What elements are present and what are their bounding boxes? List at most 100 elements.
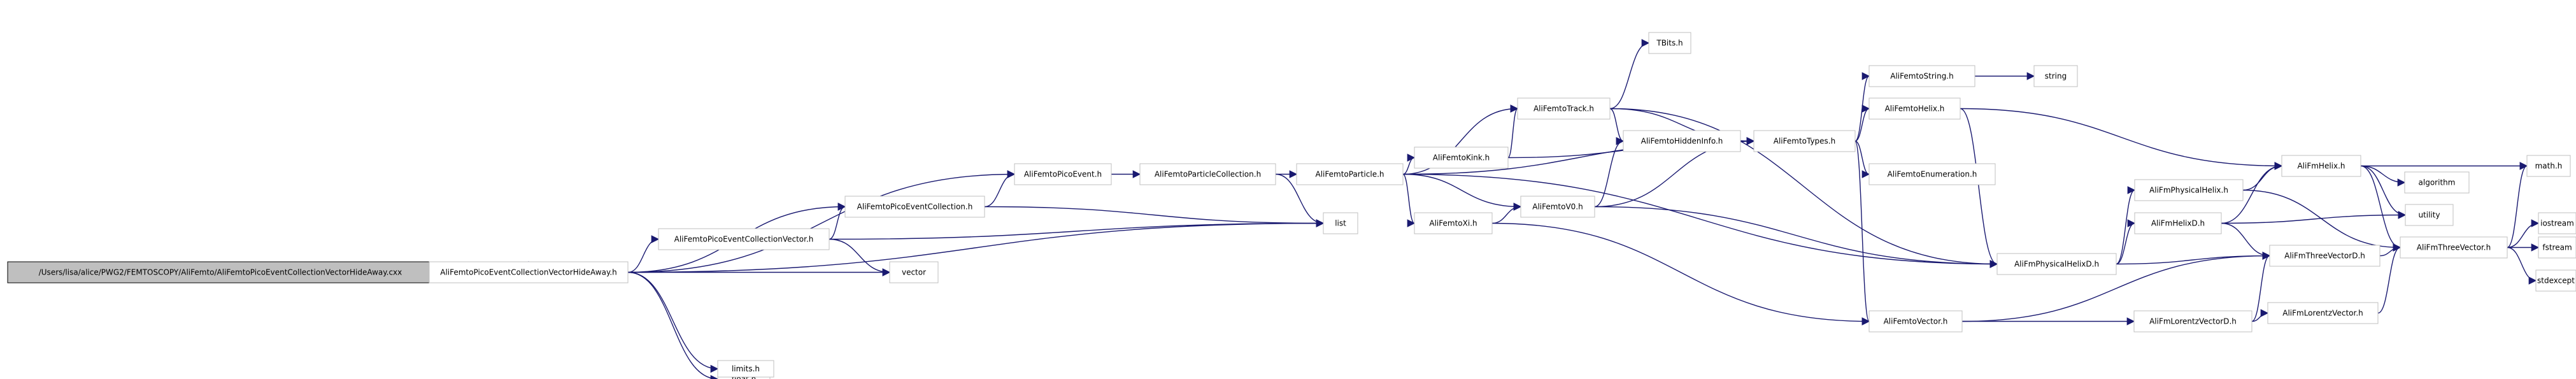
node-label-pecv_h: AliFemtoPicoEventCollectionVector.h [674, 235, 814, 244]
node-tbits_h[interactable]: TBits.h [1648, 32, 1691, 54]
edge-track_h-to-physhelixd_h [1609, 108, 1998, 268]
node-particle_h[interactable]: AliFemtoParticle.h [1296, 163, 1404, 185]
node-partcoll_h[interactable]: AliFemtoParticleCollection.h [1139, 163, 1276, 185]
node-label-particle_h: AliFemtoParticle.h [1316, 170, 1384, 179]
node-box-helixd_h [2134, 212, 2222, 234]
node-physhelixd_h[interactable]: AliFmPhysicalHelixD.h [1996, 253, 2117, 275]
edge-physhelixd_h-to-physhelix_h [2116, 186, 2136, 265]
node-physhelix_h[interactable]: AliFmPhysicalHelix.h [2134, 179, 2244, 201]
edge-helixd_h-to-utility [2221, 211, 2407, 224]
node-label-tbits_h: TBits.h [1656, 39, 1683, 48]
node-label-string: string [2045, 72, 2067, 81]
node-pe_h[interactable]: AliFemtoPicoEvent.h [1014, 163, 1112, 185]
node-label-stdexcept: stdexcept [2537, 276, 2575, 285]
node-hidden_h[interactable]: AliFemtoHiddenInfo.h [1623, 130, 1741, 152]
edge-physhelixd_h-to-threevecd_h [2116, 252, 2271, 265]
edge-types_h-to-string_h [1854, 72, 1870, 142]
node-box-fstream [2538, 236, 2576, 259]
node-pecvha_h[interactable]: AliFemtoPicoEventCollectionVectorHideAwa… [429, 261, 629, 283]
edge-lorentzd_h-to-lorentz_h [2251, 309, 2269, 322]
node-kink_h[interactable]: AliFemtoKink.h [1414, 147, 1509, 169]
edge-lorentz_h-to-threevec_h [2377, 243, 2402, 314]
edge-kink_h-to-track_h [1507, 104, 1519, 159]
node-box-vec_h [1868, 310, 1963, 333]
node-threevec_h[interactable]: AliFmThreeVector.h [2400, 236, 2508, 259]
node-label-types_h: AliFemtoTypes.h [1774, 137, 1835, 146]
node-label-helix_h: AliFemtoHelix.h [1885, 104, 1945, 113]
edge-track_h-to-hidden_h [1609, 108, 1625, 145]
edge-lorentzd_h-to-threevecd_h [2251, 252, 2271, 322]
node-types_h[interactable]: AliFemtoTypes.h [1753, 130, 1856, 152]
node-lorentz_h[interactable]: AliFmLorentzVector.h [2267, 302, 2379, 324]
edge-fmhelix_h-to-algorithm [2360, 165, 2406, 187]
edge-pecv_h-to-pec_h [829, 203, 846, 240]
node-label-lorentzd_h: AliFmLorentzVectorD.h [2149, 317, 2237, 326]
node-box-types_h [1753, 130, 1856, 152]
edge-physhelix_h-to-fmhelix_h [2242, 162, 2283, 191]
edge-fmhelix_h-to-threevec_h [2360, 165, 2402, 252]
node-box-partcoll_h [1139, 163, 1276, 185]
node-enum_h[interactable]: AliFemtoEnumeration.h [1868, 163, 1996, 185]
node-label-lorentz_h: AliFmLorentzVector.h [2282, 309, 2363, 318]
node-box-lorentz_h [2267, 302, 2379, 324]
node-box-pec_h [844, 196, 985, 218]
node-label-list: list [1335, 219, 1346, 228]
node-box-utility [2405, 204, 2454, 226]
edge-xi_h-to-v0_h [1491, 203, 1522, 224]
node-box-kink_h [1414, 147, 1509, 169]
node-math_h[interactable]: math.h [2526, 155, 2571, 177]
node-box-tbits_h [1648, 32, 1691, 54]
node-label-string_h: AliFemtoString.h [1890, 72, 1953, 81]
node-v0_h[interactable]: AliFemtoV0.h [1520, 196, 1595, 218]
edge-pecvha_h-to-limits_h [627, 271, 719, 373]
edge-pecv_h-to-vector [829, 238, 891, 276]
node-box-list [1323, 212, 1358, 234]
node-label-limits_h: limits.h [732, 364, 760, 373]
node-track_h[interactable]: AliFemtoTrack.h [1517, 97, 1611, 120]
node-box-pecvha_h [429, 261, 629, 283]
node-label-hidden_h: AliFemtoHiddenInfo.h [1641, 137, 1723, 146]
node-root[interactable]: /Users/lisa/alice/PWG2/FEMTOSCOPY/AliFem… [7, 261, 434, 283]
edge-vec_h-to-threevecd_h [1961, 252, 2271, 322]
node-fstream[interactable]: fstream [2538, 236, 2576, 259]
node-helixd_h[interactable]: AliFmHelixD.h [2134, 212, 2222, 234]
node-label-v0_h: AliFemtoV0.h [1532, 203, 1583, 211]
node-helix_h[interactable]: AliFemtoHelix.h [1868, 97, 1961, 120]
node-label-vec_h: AliFemtoVector.h [1884, 317, 1948, 326]
node-label-utility: utility [2418, 211, 2440, 220]
node-box-hidden_h [1623, 130, 1741, 152]
edge-pecvha_h-to-list [627, 219, 1325, 273]
edge-particle_h-to-xi_h [1402, 173, 1416, 227]
node-label-physhelix_h: AliFmPhysicalHelix.h [2149, 186, 2228, 195]
edge-threevec_h-to-math_h [2507, 162, 2528, 248]
node-string[interactable]: string [2033, 65, 2078, 87]
node-fmhelix_h[interactable]: AliFmHelix.h [2281, 155, 2361, 177]
node-box-physhelixd_h [1996, 253, 2117, 275]
node-label-partcoll_h: AliFemtoParticleCollection.h [1155, 170, 1261, 179]
node-pec_h[interactable]: AliFemtoPicoEventCollection.h [844, 196, 985, 218]
edge-pec_h-to-pe_h [984, 170, 1016, 208]
node-box-v0_h [1520, 196, 1595, 218]
node-vector[interactable]: vector [889, 261, 939, 283]
node-lorentzd_h[interactable]: AliFmLorentzVectorD.h [2133, 310, 2252, 333]
node-threevecd_h[interactable]: AliFmThreeVectorD.h [2269, 245, 2380, 267]
node-box-helix_h [1868, 97, 1961, 120]
edge-types_h-to-helix_h [1854, 104, 1870, 142]
node-pecv_h[interactable]: AliFemtoPicoEventCollectionVector.h [658, 228, 830, 250]
node-list[interactable]: list [1323, 212, 1358, 234]
edge-helixd_h-to-fmhelix_h [2221, 162, 2283, 224]
node-stdexcept[interactable]: stdexcept [2535, 269, 2576, 292]
node-box-physhelix_h [2134, 179, 2244, 201]
edge-helix_h-to-physhelixd_h [1960, 108, 1998, 268]
node-iostream[interactable]: iostream [2538, 212, 2576, 234]
node-xi_h[interactable]: AliFemtoXi.h [1414, 212, 1493, 234]
node-vec_h[interactable]: AliFemtoVector.h [1868, 310, 1963, 333]
edge-pecvha_h-to-float_h [627, 271, 719, 379]
node-label-xi_h: AliFemtoXi.h [1429, 219, 1477, 228]
node-string_h[interactable]: AliFemtoString.h [1868, 65, 1975, 87]
node-utility[interactable]: utility [2405, 204, 2454, 226]
node-limits_h[interactable]: limits.h [717, 360, 774, 378]
edge-v0_h-to-physhelixd_h [1594, 206, 1998, 268]
node-box-xi_h [1414, 212, 1493, 234]
node-algorithm[interactable]: algorithm [2404, 171, 2470, 194]
